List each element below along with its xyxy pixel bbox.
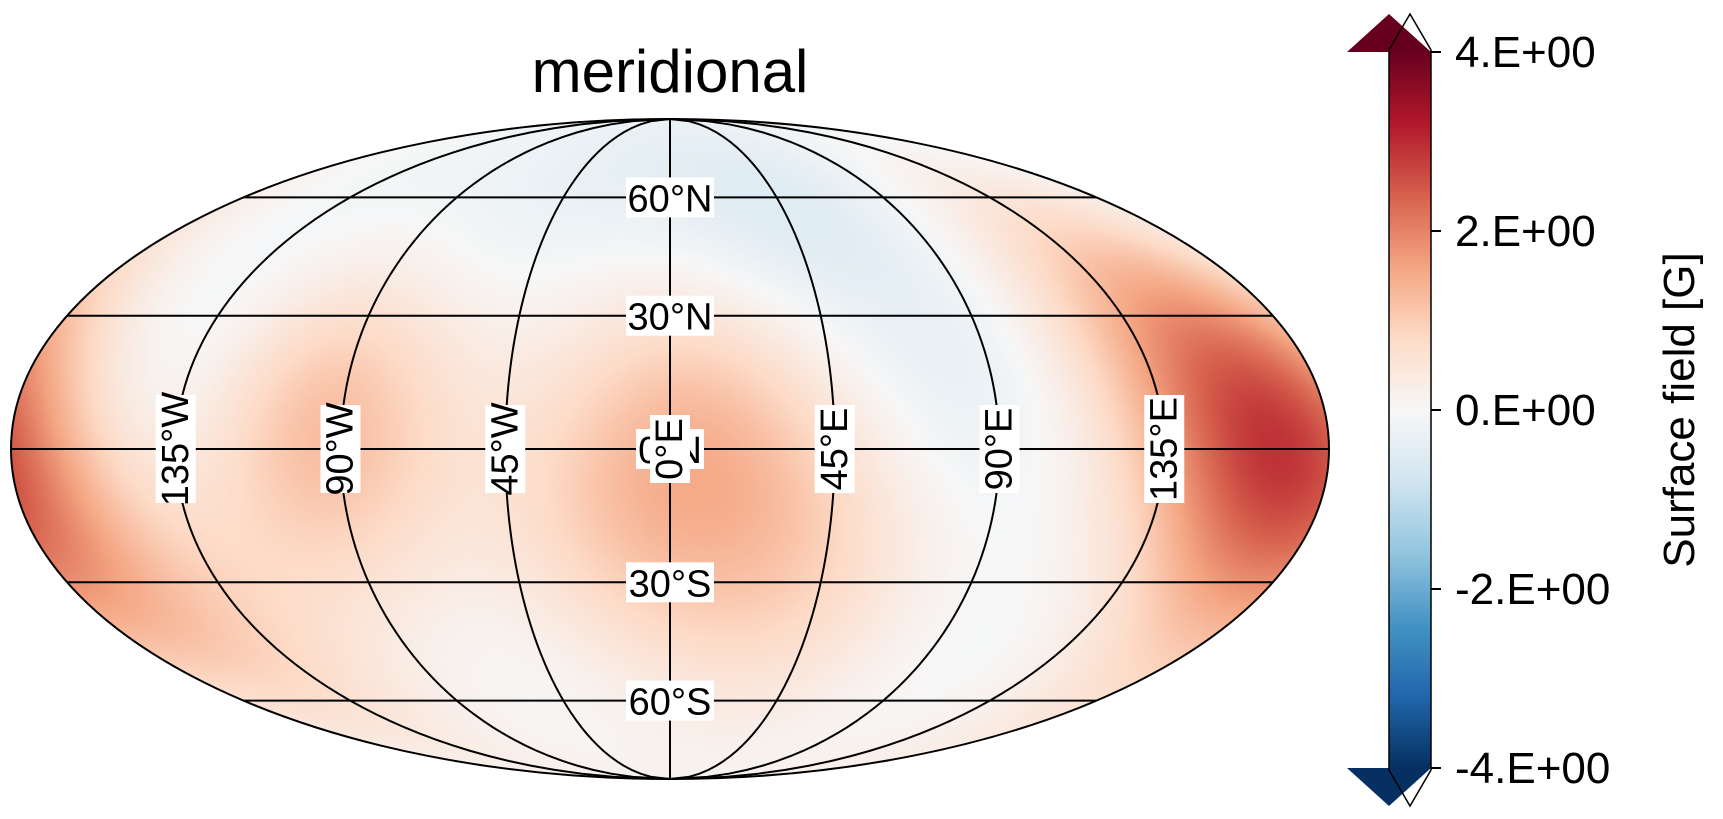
lon-label: 90°W: [320, 402, 362, 495]
lat-label-bg: [626, 295, 714, 336]
lon-label: 135°W: [155, 392, 197, 507]
map-boundary: [10, 118, 1330, 780]
colorbar-gradient: [1389, 52, 1431, 768]
lat-label-bg: [626, 680, 714, 721]
colorbar-tick-label: 0.E+00: [1455, 386, 1596, 435]
colorbar-tick-label: -2.E+00: [1455, 565, 1610, 614]
lon-label: 135°E: [1143, 397, 1185, 501]
colorbar-tick-label: 2.E+00: [1455, 207, 1596, 256]
chart-title: meridional: [532, 38, 809, 105]
lat-label-bg: [626, 177, 714, 218]
lon-label-bg: [1144, 395, 1185, 503]
lat-label: 60°S: [629, 682, 712, 724]
lat-label-bg: [626, 562, 714, 603]
lat-label: 60°N: [628, 178, 713, 220]
lon-label: 90°E: [979, 408, 1021, 491]
lat-label: 30°N: [628, 297, 713, 339]
map-plot-area: 60°N30°N0°N30°S60°S135°W90°W45°W0°E45°E9…: [10, 118, 1330, 780]
colorbar-label: Surface field [G]: [1655, 252, 1704, 567]
lat-label: 30°S: [629, 563, 712, 605]
colorbar-extend-top: [1347, 14, 1431, 52]
colorbar-tick-label: 4.E+00: [1455, 28, 1596, 77]
colorbar-extend-bottom: [1347, 768, 1431, 806]
lon-label-bg: [320, 405, 361, 493]
colorbar: 4.E+00 2.E+00 0.E+00 -2.E+00 -4.E+00 Surface…: [1347, 12, 1704, 808]
lon-label-bg: [485, 405, 526, 493]
colorbar-outline: [1388, 12, 1432, 808]
lon-label: 0°E: [649, 418, 691, 480]
graticule-labels: 60°N30°N0°N30°S60°S135°W90°W45°W0°E45°E9…: [155, 177, 1185, 724]
lon-label-bg: [155, 395, 196, 503]
lon-label-bg: [979, 405, 1020, 493]
lon-label-bg: [650, 415, 690, 483]
colorbar-tick-label: -4.E+00: [1455, 744, 1610, 793]
lon-label-bg: [814, 405, 855, 493]
lon-label: 45°E: [814, 408, 856, 491]
lon-label: 45°W: [484, 402, 526, 495]
